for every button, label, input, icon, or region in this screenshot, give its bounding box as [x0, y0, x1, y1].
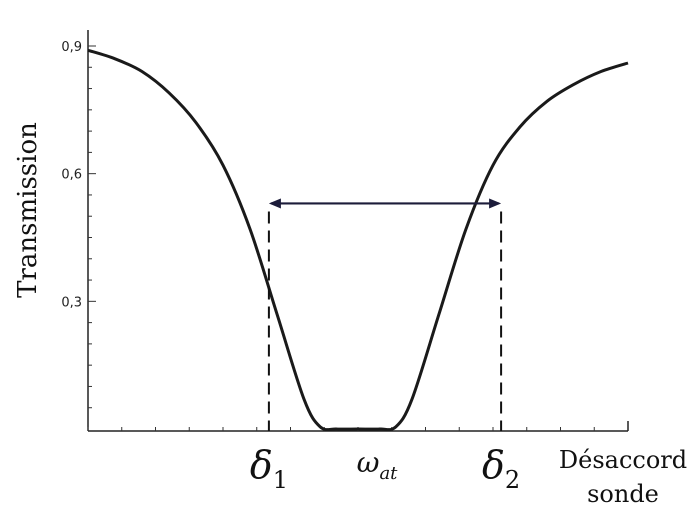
delta1-label: δ1	[250, 443, 288, 494]
x-axis-label-line2: sonde	[587, 480, 659, 508]
delta2-label: δ2	[482, 443, 520, 494]
y-tick-label: 0,6	[61, 168, 82, 183]
y-tick-label: 0,3	[61, 295, 82, 310]
y-axis-label: Transmission	[13, 122, 43, 298]
transmission-curve	[87, 48, 629, 432]
x-axis-label-line1: Désaccord	[559, 446, 687, 474]
y-ticks: 0,9 0,6 0,3	[61, 40, 96, 409]
omega-at-label: ωat	[357, 446, 399, 484]
y-tick-label: 0,9	[61, 40, 82, 55]
axes	[87, 30, 628, 432]
